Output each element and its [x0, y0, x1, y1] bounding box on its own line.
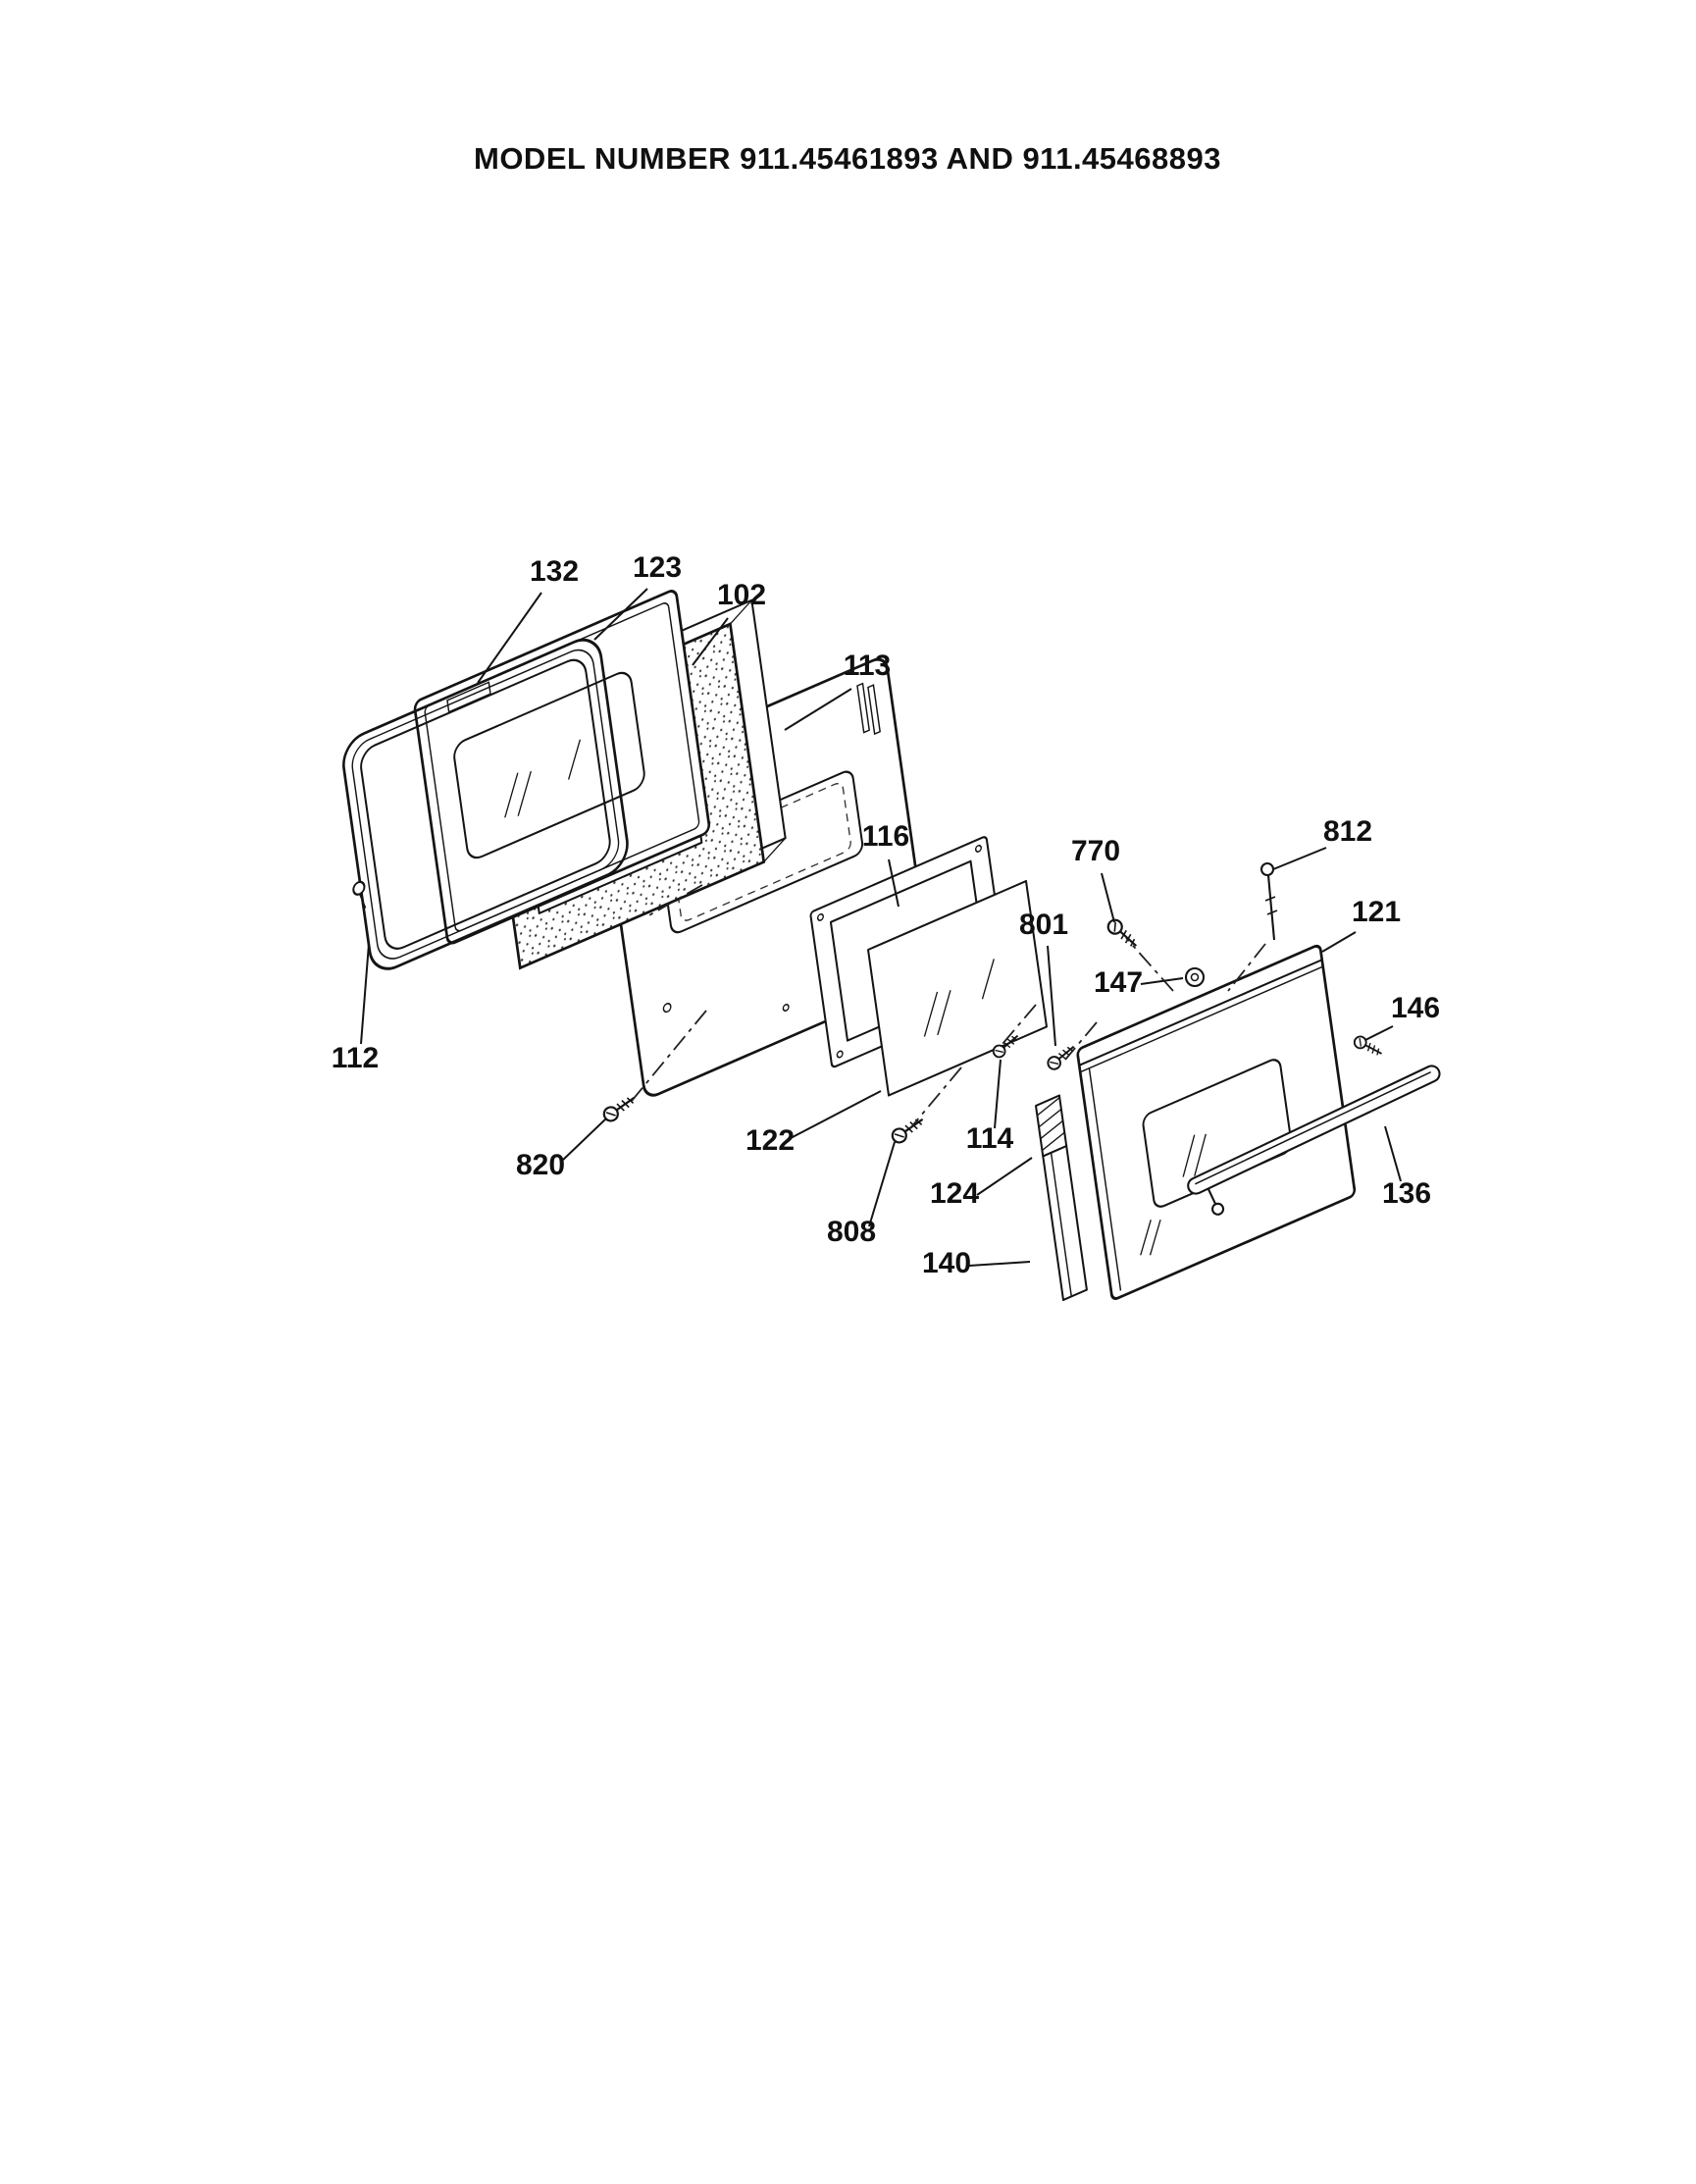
- part-label-114: 114: [966, 1122, 1014, 1155]
- part-label-121: 121: [1352, 896, 1401, 928]
- leader-line-140: [968, 1261, 1031, 1267]
- leader-line-113: [784, 688, 852, 731]
- assembly-axis-lines: [631, 884, 1266, 1129]
- part-label-113: 113: [844, 650, 891, 682]
- leader-line-112: [360, 943, 370, 1045]
- part-label-112: 112: [332, 1042, 379, 1074]
- leader-line-116: [888, 858, 899, 908]
- door-handle-136-shape: [1187, 1065, 1441, 1216]
- part-label-122: 122: [745, 1124, 795, 1157]
- leader-line-136: [1384, 1125, 1402, 1182]
- hatch-124: [1037, 1096, 1065, 1152]
- part-label-812: 812: [1323, 815, 1372, 848]
- leader-line-147: [1140, 977, 1184, 985]
- part-label-146: 146: [1391, 992, 1440, 1024]
- door-gasket-132-shape: [342, 638, 629, 970]
- screw-808: [888, 1112, 928, 1147]
- part-label-140: 140: [922, 1247, 971, 1279]
- outer-door-panel-121-shape: [1076, 944, 1357, 1300]
- glass-marks-123: [504, 739, 582, 818]
- leader-line-801: [1047, 945, 1056, 1047]
- window-glass-122-shape: [867, 879, 1048, 1097]
- part-label-136: 136: [1382, 1177, 1431, 1210]
- part-label-147: 147: [1094, 966, 1143, 999]
- side-trim-140: [1042, 1144, 1088, 1302]
- leader-line-146: [1364, 1025, 1394, 1041]
- washer-147: [1184, 966, 1206, 988]
- leader-line-124: [976, 1157, 1033, 1196]
- page-title: MODEL NUMBER 911.45461893 AND 911.454688…: [474, 141, 1221, 176]
- part-label-820: 820: [516, 1149, 565, 1181]
- part-label-124: 124: [930, 1177, 979, 1210]
- part-label-102: 102: [717, 579, 766, 611]
- part-label-808: 808: [827, 1216, 876, 1248]
- part-label-116: 116: [862, 820, 909, 853]
- glass-marks-121: [1140, 1133, 1207, 1256]
- leader-line-132: [477, 592, 542, 684]
- part-label-770: 770: [1071, 835, 1120, 867]
- leader-line-102: [692, 617, 729, 666]
- part-label-132: 132: [530, 555, 579, 588]
- screw-820: [599, 1090, 640, 1125]
- gasket-clip-112: [352, 880, 366, 896]
- screw-770: [1104, 915, 1143, 953]
- screw-801: [1044, 1040, 1079, 1073]
- leader-line-114: [994, 1059, 1002, 1129]
- screw-812: [1259, 861, 1278, 941]
- door-trim-124-140-shape: [1035, 1094, 1088, 1302]
- leader-line-123: [593, 588, 648, 641]
- glass-marks-122: [923, 959, 995, 1037]
- part-label-801: 801: [1019, 909, 1068, 941]
- leader-line-820: [560, 1118, 607, 1163]
- leader-line-770: [1101, 872, 1115, 923]
- leader-line-812: [1272, 847, 1327, 870]
- leader-line-121: [1321, 931, 1357, 953]
- part-label-123: 123: [633, 551, 682, 584]
- leader-line-122: [790, 1090, 882, 1139]
- leader-line-808: [868, 1141, 896, 1227]
